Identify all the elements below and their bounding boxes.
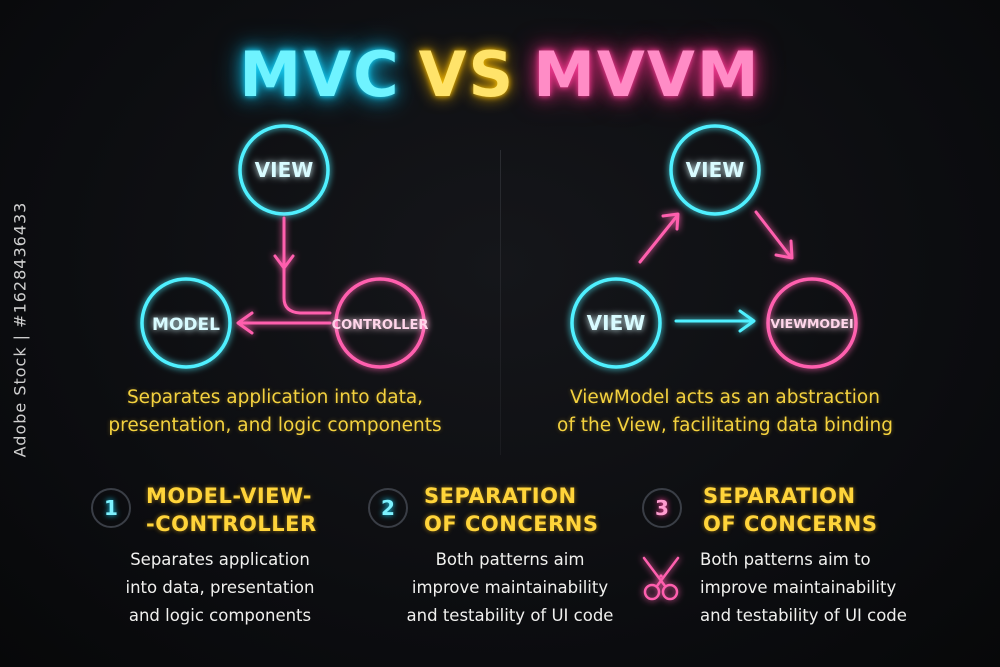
step-1-body-line: and logic components	[128, 606, 312, 625]
step-3-heading-line: OF CONCERNS	[703, 512, 878, 536]
step-1-heading-line: MODEL-VIEW-	[146, 484, 312, 508]
mvc-controller-label: CONTROLLER	[332, 318, 429, 333]
step-2-body: Both patterns aim improve maintainabilit…	[380, 546, 640, 630]
step-1-body-line: Separates application	[130, 550, 310, 569]
step-3-body-line: improve maintainability	[700, 578, 897, 597]
mvc-diagram: VIEW MODEL CONTROLLER	[140, 124, 429, 369]
step-2-heading-line: SEPARATION	[424, 484, 577, 508]
mvc-view-arrow	[273, 216, 295, 271]
step-2-body-line: Both patterns aim	[435, 550, 585, 569]
mvc-description-line: Separates application into data,	[126, 387, 424, 408]
mvc-controller-model-arrow	[236, 311, 332, 335]
mvvm-view-left-label: VIEW	[587, 311, 646, 335]
mvvm-description-line: ViewModel acts as an abstraction	[570, 387, 880, 408]
mvvm-view-top-label: VIEW	[686, 158, 745, 182]
step-1-body: Separates application into data, present…	[100, 546, 340, 630]
scissors-icon	[642, 556, 680, 601]
step-1-heading: MODEL-VIEW- -CONTROLLER	[146, 482, 346, 538]
step-3-heading: SEPARATION OF CONCERNS	[703, 482, 903, 538]
step-2-body-line: improve maintainability	[411, 578, 609, 597]
mvc-controller-node	[334, 277, 426, 369]
mvc-description-line: presentation, and logic components	[108, 415, 442, 436]
step-3-heading-line: SEPARATION	[703, 484, 856, 508]
title-mvvm: MVVM	[533, 38, 761, 111]
mvvm-down-arrow	[754, 210, 794, 260]
step-1-heading-line: -CONTROLLER	[146, 512, 317, 536]
title-vs: VS	[418, 38, 516, 111]
step-1-number: 1	[91, 488, 131, 528]
mvvm-view-left-node	[570, 277, 662, 369]
step-1-body-line: into data, presentation	[125, 578, 315, 597]
step-3-body-line: Both patterns aim to	[700, 550, 871, 569]
step-2-body-line: and testability of UI code	[406, 606, 614, 625]
mvvm-right-arrow	[674, 309, 756, 333]
step-3-body-line: and testability of UI code	[700, 606, 907, 625]
mvc-description: Separates application into data, present…	[60, 384, 490, 440]
mvvm-viewmodel-label: VIEWMODEI	[770, 316, 853, 331]
mvvm-diagram: VIEW VIEW VIEWMODEI	[570, 124, 858, 369]
mvc-elbow-line	[282, 266, 332, 315]
mvvm-description: ViewModel acts as an abstraction of the …	[505, 384, 945, 440]
step-3-body: Both patterns aim to improve maintainabi…	[700, 546, 940, 630]
mvvm-viewmodel-node	[766, 277, 858, 369]
step-3-number: 3	[642, 488, 682, 528]
step-2-number: 2	[368, 488, 408, 528]
mvvm-up-arrow	[638, 212, 680, 264]
stock-id: Adobe Stock | #1628436433	[10, 201, 30, 458]
mvc-view-label: VIEW	[255, 158, 314, 182]
step-2-heading-line: OF CONCERNS	[424, 512, 599, 536]
mvc-view-node	[238, 124, 330, 216]
center-divider	[500, 150, 501, 455]
mvc-model-node	[140, 277, 232, 369]
mvvm-view-top-node	[669, 124, 761, 216]
mvvm-description-line: of the View, facilitating data binding	[557, 415, 893, 436]
mvc-model-label: MODEL	[152, 315, 220, 335]
title-mvc: MVC	[239, 38, 401, 111]
step-2-heading: SEPARATION OF CONCERNS	[424, 482, 624, 538]
